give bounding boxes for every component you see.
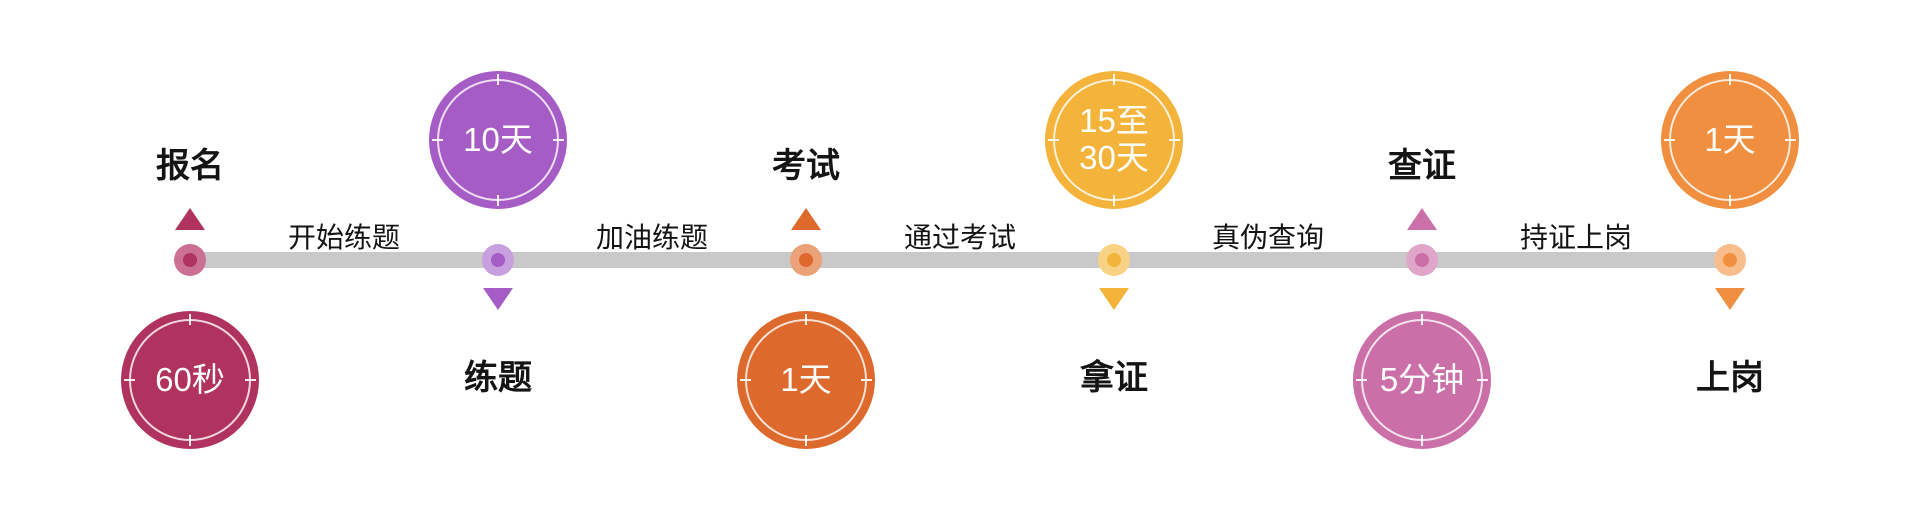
duration-badge: 15至 30天 xyxy=(1045,71,1183,209)
clock-tick-icon xyxy=(553,139,564,141)
timeline-node-dot xyxy=(482,244,514,276)
segment-label-verify-auth: 真伪查询 xyxy=(1211,222,1325,253)
clock-tick-icon xyxy=(1356,379,1367,381)
clock-tick-icon xyxy=(497,74,499,85)
timeline-node-dot xyxy=(1714,244,1746,276)
duration-text: 1天 xyxy=(1704,120,1756,158)
clock-tick-icon xyxy=(861,379,872,381)
clock-tick-icon xyxy=(740,379,751,381)
segment-label-keep-practicing: 加油练题 xyxy=(595,222,709,253)
timeline-bar xyxy=(182,252,1738,268)
clock-tick-icon xyxy=(805,435,807,446)
duration-text: 1天 xyxy=(780,360,832,398)
timeline-node-dot xyxy=(790,244,822,276)
clock-tick-icon xyxy=(1421,314,1423,325)
clock-tick-icon xyxy=(1785,139,1796,141)
clock-tick-icon xyxy=(1477,379,1488,381)
clock-tick-icon xyxy=(245,379,256,381)
duration-badge: 60秒 xyxy=(121,311,259,449)
clock-tick-icon xyxy=(1729,74,1731,85)
clock-tick-icon xyxy=(432,139,443,141)
milestone-name: 考试 xyxy=(772,147,840,185)
milestone-name: 报名 xyxy=(156,147,224,185)
clock-tick-icon xyxy=(1113,195,1115,206)
duration-text: 10天 xyxy=(463,120,533,158)
arrow-down-icon xyxy=(1715,288,1745,310)
arrow-up-icon xyxy=(1407,208,1437,230)
milestone-name: 练题 xyxy=(464,359,532,397)
arrow-up-icon xyxy=(791,208,821,230)
clock-tick-icon xyxy=(1113,74,1115,85)
duration-badge: 1天 xyxy=(1661,71,1799,209)
duration-text: 15至 30天 xyxy=(1079,102,1149,176)
timeline-node-dot xyxy=(174,244,206,276)
timeline-node-dot xyxy=(1098,244,1130,276)
duration-badge: 5分钟 xyxy=(1353,311,1491,449)
milestone-name: 上岗 xyxy=(1696,359,1764,397)
clock-tick-icon xyxy=(497,195,499,206)
timeline-node-dot xyxy=(1406,244,1438,276)
clock-tick-icon xyxy=(805,314,807,325)
clock-tick-icon xyxy=(189,435,191,446)
segment-label-start-practice: 开始练题 xyxy=(287,222,401,253)
arrow-up-icon xyxy=(175,208,205,230)
clock-tick-icon xyxy=(189,314,191,325)
segment-label-pass-exam: 通过考试 xyxy=(903,222,1017,253)
clock-tick-icon xyxy=(1729,195,1731,206)
duration-badge: 1天 xyxy=(737,311,875,449)
arrow-down-icon xyxy=(1099,288,1129,310)
clock-tick-icon xyxy=(1664,139,1675,141)
arrow-down-icon xyxy=(483,288,513,310)
duration-text: 60秒 xyxy=(155,360,225,398)
clock-tick-icon xyxy=(1169,139,1180,141)
duration-text: 5分钟 xyxy=(1379,360,1465,398)
clock-tick-icon xyxy=(1048,139,1059,141)
clock-tick-icon xyxy=(1421,435,1423,446)
milestone-name: 拿证 xyxy=(1080,359,1148,397)
milestone-name: 查证 xyxy=(1388,147,1456,185)
duration-badge: 10天 xyxy=(429,71,567,209)
segment-label-work-with-cert: 持证上岗 xyxy=(1519,222,1633,253)
clock-tick-icon xyxy=(124,379,135,381)
